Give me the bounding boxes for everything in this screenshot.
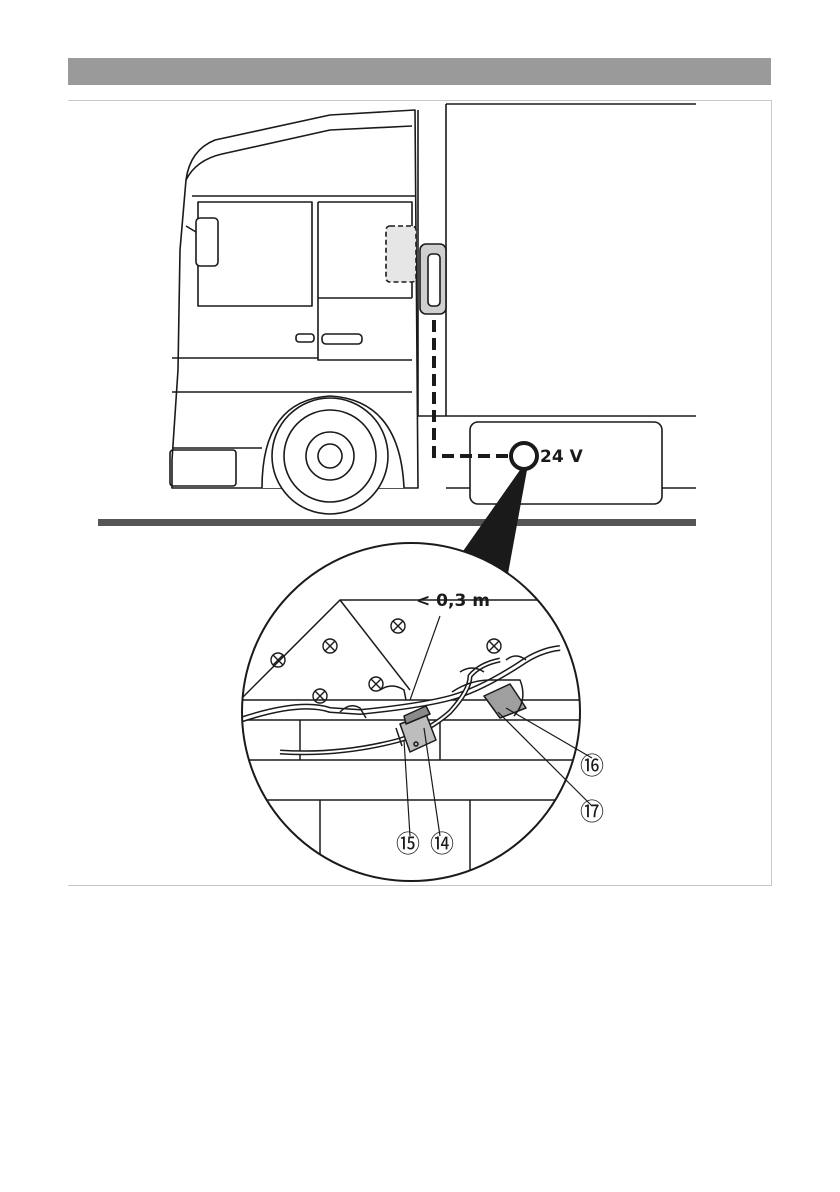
battery-connection-point xyxy=(511,443,537,469)
callout-17: ⑰ xyxy=(580,798,604,826)
callout-15: ⑮ xyxy=(396,830,420,858)
callout-14: ⑭ xyxy=(430,830,454,858)
distance-label: < 0,3 m xyxy=(416,591,490,611)
ground-line xyxy=(98,519,696,526)
callout-16: ⑯ xyxy=(580,752,604,780)
voltage-label: 24 V xyxy=(540,447,584,467)
